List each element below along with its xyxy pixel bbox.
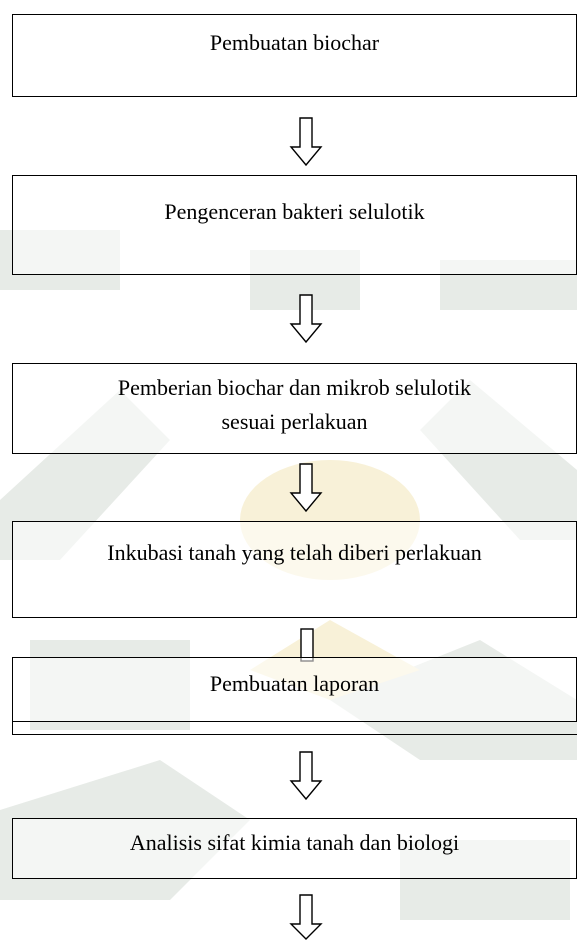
step-text: Pengenceran bakteri selulotik (164, 199, 425, 224)
flow-step-pemberian-biochar: Pemberian biochar dan mikrob selulotik s… (12, 363, 577, 454)
flow-step-pembuatan-biochar: Pembuatan biochar (12, 14, 577, 97)
flow-step-pembuatan-laporan: Pembuatan laporan (12, 657, 577, 722)
down-arrow-icon (289, 894, 323, 940)
step-box-underline-left (12, 722, 13, 734)
step-text-line1: Pemberian biochar dan mikrob selulotik (117, 375, 472, 400)
step-text: Analisis sifat kimia tanah dan biologi (129, 830, 460, 855)
down-arrow-icon (289, 751, 323, 801)
down-arrow-icon (289, 463, 323, 513)
flow-step-pengenceran-bakteri: Pengenceran bakteri selulotik (12, 175, 577, 275)
step-text: Pembuatan biochar (209, 30, 380, 55)
flow-step-analisis-sifat: Analisis sifat kimia tanah dan biologi (12, 818, 577, 879)
step-box-underline (12, 734, 577, 735)
step-text: Pembuatan laporan (209, 671, 380, 696)
step-text-line2: sesuai perlakuan (221, 409, 368, 434)
flow-step-inkubasi-tanah: Inkubasi tanah yang telah diberi perlaku… (12, 521, 577, 618)
step-text: Inkubasi tanah yang telah diberi perlaku… (107, 540, 482, 565)
down-arrow-icon (289, 117, 323, 167)
down-arrow-icon (289, 294, 323, 344)
